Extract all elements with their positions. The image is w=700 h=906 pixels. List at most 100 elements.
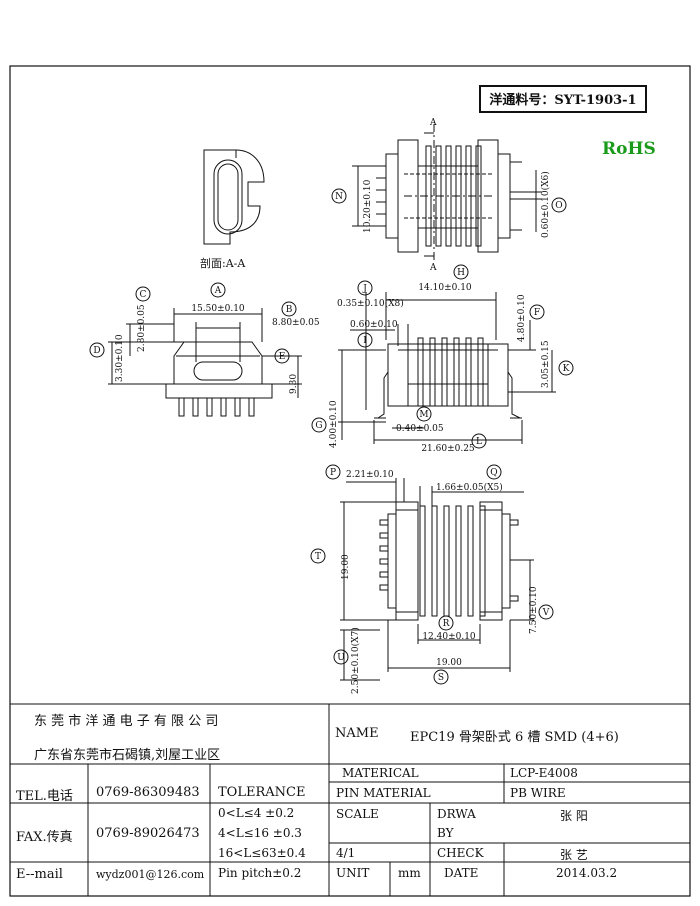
pin-material-value: PB WIRE [510,786,566,800]
marker-f [529,304,545,320]
tolerance-row-1: 0<L≤4 ±0.2 [218,806,295,820]
front-view-left [108,308,302,417]
dim-1020: 10.20±0.10 [363,179,373,233]
marker-j [357,280,373,296]
section-mark-top: A [429,118,437,128]
unit-label: UNIT [336,866,370,880]
marker-e-label: E [279,352,286,362]
marker-g-label: G [315,421,322,431]
dim-060x6: 0.60±0.10(X6) [540,171,551,238]
material-value: LCP-E4008 [510,766,578,780]
check-value: 张 艺 [560,848,588,862]
dim-221: 2.21±0.10 [346,470,394,480]
dim-2160: 21.60±0.25 [421,444,475,454]
marker-e [274,348,290,364]
marker-c [135,286,151,302]
fax-value: 0769-89026473 [96,826,200,841]
dim-480: 4.80±0.10 [517,294,527,342]
dim-330: 3.30±0.10 [115,334,125,382]
date-value: 2014.03.2 [556,866,618,880]
marker-q-label: Q [490,468,497,478]
marker-s [433,669,449,685]
marker-c-label: C [140,290,147,300]
marker-b-label: B [286,305,293,315]
marker-k-label: K [563,364,570,374]
sheet-border [9,65,691,897]
tolerance-row-2: 4<L≤16 ±0.3 [218,826,302,840]
dim-250x7: 2.50±0.10(X7) [350,627,361,694]
dim-930: 9.30 [289,374,299,394]
marker-a [210,282,226,298]
dim-035x8: 0.35±0.10(X8) [337,298,404,309]
dim-040: 0.40±0.05 [396,424,444,434]
marker-m [416,406,432,422]
dim-166x5: 1.66±0.05(X5) [436,482,503,493]
dim-1410: 14.10±0.10 [418,283,472,293]
marker-i-label: I [363,336,367,346]
marker-h [453,264,469,280]
date-label: DATE [444,866,479,880]
pin-material-label: PIN MATERIAL [336,786,431,800]
marker-t-label: T [315,552,321,562]
title-block-grid [10,703,690,896]
top-view [352,124,542,262]
company-address: 广东省东莞市石碣镇,刘屋工业区 [34,748,221,763]
section-label: 剖面:A-A [200,256,246,270]
marker-u-label: U [337,653,345,663]
marker-r [438,615,454,631]
marker-n [331,188,347,204]
marker-m-label: M [419,410,428,420]
name-label: NAME [335,726,379,741]
scale-value: 4/1 [336,846,356,860]
drawn-value: 张 阳 [560,809,588,823]
dim-1240: 12.40±0.10 [422,632,476,642]
marker-u [333,649,349,665]
marker-d [89,342,105,358]
marker-v [538,604,554,620]
marker-s-label: S [438,673,444,683]
marker-l [471,433,487,449]
marker-o-label: O [555,201,562,211]
dim-400: 4.00±0.10 [329,400,339,448]
section-view [203,149,265,245]
marker-l-label: L [476,437,482,447]
dim-1900v: 19.00 [341,554,351,580]
marker-p [325,464,341,480]
email-value: wydz001@126.com [96,868,205,881]
email-label: E--mail [16,867,63,882]
marker-p-label: P [330,468,336,478]
marker-r-label: R [443,619,450,629]
marker-v-label: V [542,608,550,618]
tel-label: TEL.电话 [16,789,73,804]
tolerance-label: TOLERANCE [218,785,306,800]
part-number-box [479,85,647,113]
rohs-mark: RoHS [602,139,656,159]
company-name: 东 莞 市 洋 通 电 子 有 限 公 司 [34,714,219,729]
marker-i [357,332,373,348]
part-number: 洋通料号：SYT-1903-1 [489,92,636,108]
marker-q [486,464,502,480]
dim-305: 3.05±0.15 [541,340,551,388]
drawn-label-1: DRWA [437,807,476,821]
marker-t [310,548,326,564]
marker-a-label: A [214,286,222,296]
dim-880: 8.80±0.05 [272,318,320,328]
marker-d-label: D [93,346,100,356]
dim-750: 7.50±0.10 [529,586,539,634]
marker-g [311,417,327,433]
marker-n-label: N [335,192,343,202]
section-mark-bottom: A [429,263,437,273]
tolerance-row-3: 16<L≤63±0.4 [218,846,306,860]
scale-label: SCALE [336,807,379,821]
material-label: MATERICAL [342,766,419,780]
name-value: EPC19 骨架卧式 6 槽 SMD (4+6) [410,730,619,745]
dim-060: 0.60±0.10 [350,320,398,330]
bottom-view [340,478,534,681]
tolerance-row-4: Pin pitch±0.2 [218,866,302,880]
marker-h-label: H [457,268,465,278]
dim-280: 2.80±0.05 [137,304,147,352]
check-label: CHECK [437,846,484,860]
tel-value: 0769-86309483 [96,785,200,800]
marker-f-label: F [534,308,540,318]
